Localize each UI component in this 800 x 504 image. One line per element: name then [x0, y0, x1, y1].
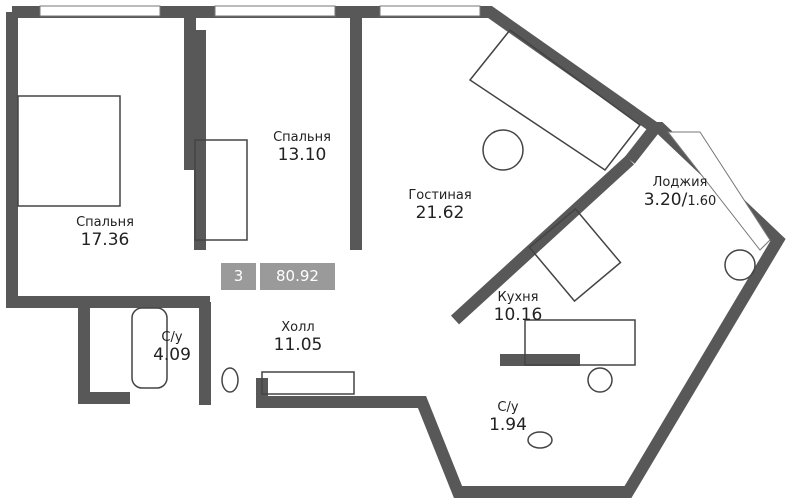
room-hall: Холл 11.05 — [274, 320, 323, 355]
toilet — [221, 367, 239, 393]
double-bed — [17, 95, 121, 207]
room-area: 3.20/ — [643, 190, 688, 210]
sink — [587, 367, 613, 393]
room-name: Холл — [281, 320, 315, 335]
room-area: 10.16 — [493, 305, 543, 325]
bathtub — [131, 307, 168, 389]
dining-table — [528, 207, 622, 303]
room-name: Спальня — [273, 130, 331, 145]
rooms-count-badge: 3 — [221, 263, 256, 290]
toilet-2 — [527, 431, 553, 449]
furniture — [17, 28, 756, 449]
outer-wall — [12, 5, 786, 498]
kitchen-counter — [524, 319, 636, 366]
room-name: С/у — [497, 400, 519, 415]
hall-wardrobe — [261, 371, 355, 395]
windows — [39, 5, 771, 251]
room-bathroom: С/у 4.09 — [153, 330, 191, 365]
room-area-alt: 1.60 — [687, 194, 717, 209]
room-name: Гостиная — [408, 188, 472, 203]
room-area: 21.62 — [415, 203, 465, 223]
room-loggia: Лоджия 3.20/1.60 — [644, 175, 717, 210]
walls — [6, 5, 786, 498]
total-area-badge: 80.92 — [260, 263, 335, 290]
room-bedroom-2: Спальня 13.10 — [273, 130, 331, 165]
room-area: 17.36 — [80, 230, 130, 250]
room-name: Спальня — [76, 215, 134, 230]
single-bed — [194, 139, 248, 241]
room-area: 1.94 — [489, 415, 527, 435]
room-name: С/у — [161, 330, 183, 345]
wall-kitchen-loggia — [625, 124, 660, 164]
sofa — [468, 28, 642, 172]
coffee-table — [482, 129, 524, 171]
room-area: 13.10 — [277, 145, 327, 165]
loggia-chair — [724, 249, 756, 281]
wall-living-kitchen — [450, 155, 635, 325]
room-area: 4.09 — [153, 345, 191, 365]
room-living: Гостиная 21.62 — [408, 188, 471, 223]
room-name: Кухня — [497, 290, 539, 305]
room-name: Лоджия — [652, 175, 708, 190]
room-area: 11.05 — [273, 335, 323, 355]
room-kitchen: Кухня 10.16 — [494, 290, 543, 325]
room-bedroom-1: Спальня 17.36 — [76, 215, 134, 250]
outer-wall-left — [6, 12, 130, 404]
room-wc: С/у 1.94 — [489, 400, 527, 435]
